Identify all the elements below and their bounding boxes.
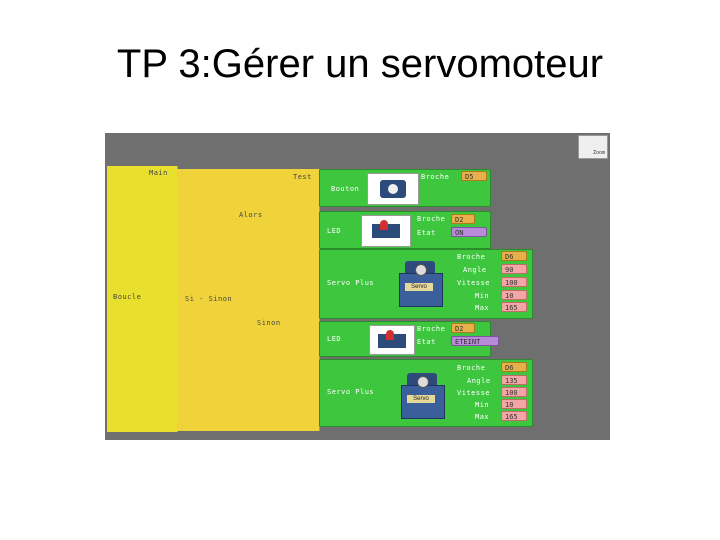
servo-1-param-3-value[interactable]: 10 <box>501 290 527 300</box>
servo-1-param-1-value[interactable]: 90 <box>501 264 527 274</box>
servo-2-image: Servo <box>401 373 445 419</box>
button-label: Bouton <box>331 185 360 193</box>
loop-label: Boucle <box>113 293 142 301</box>
led-off-pin-label: Broche <box>417 325 446 333</box>
minimap[interactable]: Zoom <box>578 135 608 159</box>
servo-2-param-0-name: Broche <box>457 364 486 372</box>
led-off-image <box>369 325 415 355</box>
led-on-pin-value[interactable]: D2 <box>451 214 475 224</box>
else-label: Sinon <box>257 319 281 327</box>
servo-2-param-3-name: Min <box>475 401 490 409</box>
servo-1-param-2-name: Vitesse <box>457 279 491 287</box>
led-on-label: LED <box>327 227 342 235</box>
if-else-block[interactable] <box>177 169 320 431</box>
then-label: Alors <box>239 211 263 219</box>
servo-2-param-0-value[interactable]: D6 <box>501 362 527 372</box>
block-editor-screenshot: Zoom Boucle Main Si - Sinon Test Alors S… <box>105 133 610 440</box>
led-off-state-value[interactable]: ETEINT <box>451 336 499 346</box>
servo-2-plate: Servo <box>407 395 435 403</box>
led-on-image <box>361 215 411 247</box>
servo-1-image: Servo <box>399 261 443 307</box>
servo-1-param-3-name: Min <box>475 292 490 300</box>
led-on-pin-label: Broche <box>417 215 446 223</box>
servo-2-param-3-value[interactable]: 10 <box>501 399 527 409</box>
button-module-image <box>367 173 419 205</box>
servo-1-plate: Servo <box>405 283 433 291</box>
led-on-state-label: Etat <box>417 229 436 237</box>
servo-1-param-0-name: Broche <box>457 253 486 261</box>
servo-2-param-1-value[interactable]: 135 <box>501 375 527 385</box>
slide-title: TP 3:Gérer un servomoteur <box>116 42 604 86</box>
servo-1-param-1-name: Angle <box>463 266 487 274</box>
led-on-state-value[interactable]: ON <box>451 227 487 237</box>
servo-2-param-2-value[interactable]: 100 <box>501 387 527 397</box>
button-pin-value[interactable]: D5 <box>461 171 487 181</box>
servo-2-param-4-name: Max <box>475 413 490 421</box>
led-off-label: LED <box>327 335 342 343</box>
servo-2-label: Servo Plus <box>327 388 375 396</box>
led-off-state-label: Etat <box>417 338 436 346</box>
servo-2-param-1-name: Angle <box>467 377 491 385</box>
servo-1-label: Servo Plus <box>327 279 375 287</box>
led-off-pin-value[interactable]: D2 <box>451 323 475 333</box>
minimap-label: Zoom <box>592 150 605 156</box>
servo-1-param-2-value[interactable]: 100 <box>501 277 527 287</box>
servo-1-param-4-name: Max <box>475 304 490 312</box>
servo-2-param-2-name: Vitesse <box>457 389 491 397</box>
if-label: Si - Sinon <box>185 295 233 303</box>
test-label: Test <box>293 173 312 181</box>
servo-1-param-4-value[interactable]: 165 <box>501 302 527 312</box>
button-pin-label: Broche <box>421 173 450 181</box>
servo-2-param-4-value[interactable]: 165 <box>501 411 527 421</box>
main-label: Main <box>149 169 168 177</box>
servo-1-param-0-value[interactable]: D6 <box>501 251 527 261</box>
